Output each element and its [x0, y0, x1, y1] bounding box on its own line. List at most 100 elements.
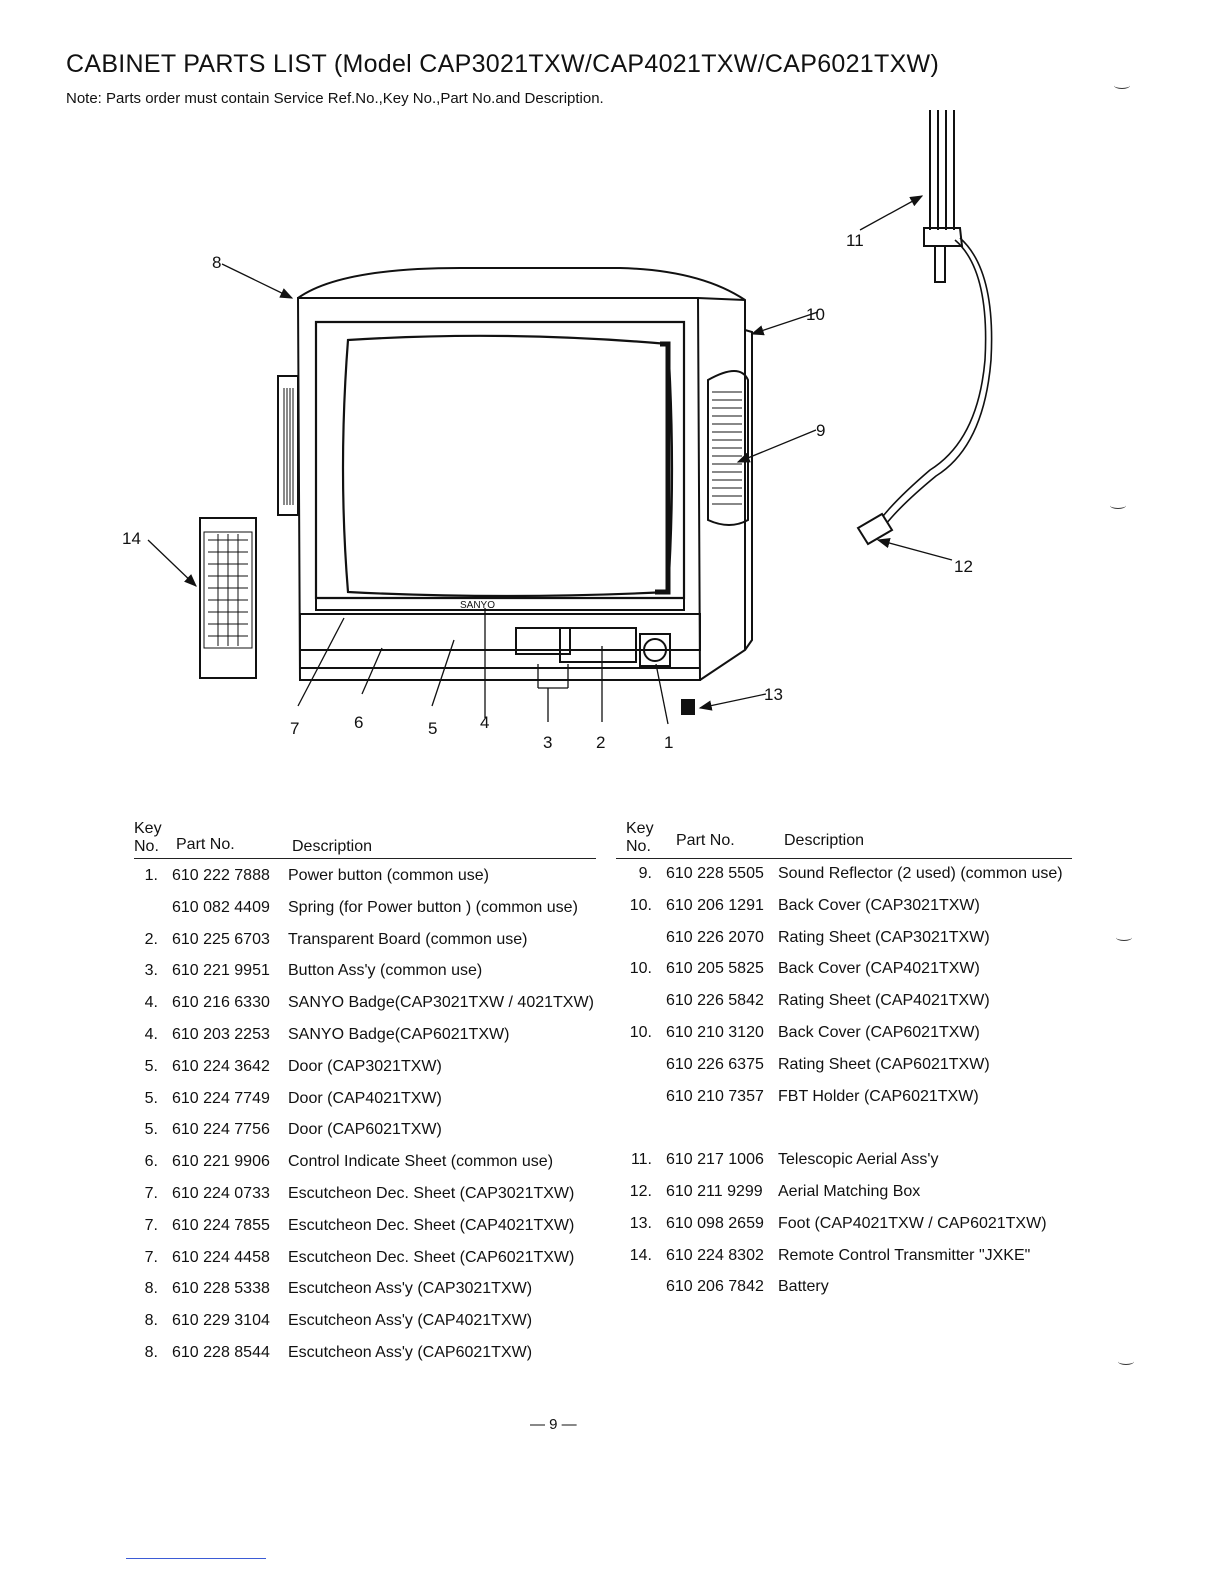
callout-8: 8	[212, 253, 221, 272]
part-no-header: Part No.	[676, 832, 735, 849]
part-number: 610 224 8302	[666, 1246, 764, 1264]
key-header-top: Key	[626, 820, 654, 837]
footer-rule	[126, 1558, 266, 1559]
parts-table-left: Key No. Part No. Description 1.610 222 7…	[134, 820, 596, 1376]
key-number: 7.	[144, 1248, 158, 1266]
part-number: 610 228 5505	[666, 865, 764, 882]
table-row	[616, 1119, 1072, 1151]
right-sound-reflector	[707, 370, 749, 526]
part-number: 610 225 6703	[172, 930, 270, 948]
part-description: Back Cover (CAP4021TXW)	[778, 960, 980, 978]
part-description: Sound Reflector (2 used) (common use)	[778, 865, 1063, 882]
tv-screen	[314, 320, 686, 611]
key-number: 5.	[144, 1121, 158, 1139]
part-description: Door (CAP6021TXW)	[288, 1121, 442, 1139]
description-header: Description	[784, 832, 865, 849]
callout-10: 10	[806, 305, 825, 324]
brand-label: SANYO	[460, 600, 495, 611]
part-number: 610 226 5842	[666, 992, 764, 1010]
key-number: 10.	[629, 1023, 652, 1041]
page-number: — 9 —	[530, 1416, 577, 1433]
part-number: 610 224 7756	[172, 1121, 270, 1139]
part-number: 610 217 1006	[666, 1151, 764, 1169]
part-description: Escutcheon Dec. Sheet (CAP6021TXW)	[288, 1248, 575, 1266]
part-number: 610 224 7855	[172, 1216, 270, 1234]
callout-5: 5	[428, 719, 437, 738]
key-number: 12.	[629, 1182, 652, 1200]
part-description: Escutcheon Dec. Sheet (CAP3021TXW)	[288, 1184, 575, 1202]
key-number: 1.	[144, 867, 158, 884]
callout-12: 12	[954, 557, 973, 576]
key-number: 4.	[144, 994, 158, 1012]
table-row: 610 226 5842 Rating Sheet (CAP4021TXW)	[616, 992, 1072, 1024]
part-description: Control Indicate Sheet (common use)	[288, 1153, 554, 1171]
key-number: 13.	[629, 1214, 652, 1232]
callout-13: 13	[764, 685, 783, 704]
key-number: 10.	[629, 960, 652, 978]
key-number: 3.	[144, 962, 158, 980]
part-number: 610 221 9906	[172, 1153, 270, 1171]
table-header: Key No. Part No. Description	[616, 820, 1072, 859]
part-number: 610 082 4409	[172, 898, 270, 916]
part-description: Escutcheon Ass'y (CAP3021TXW)	[288, 1280, 533, 1298]
key-number: 9.	[638, 865, 652, 882]
part-number: 610 210 7357	[666, 1087, 764, 1105]
left-sound-reflector	[277, 375, 299, 516]
part-number: 610 228 5338	[172, 1280, 270, 1298]
part-description: Back Cover (CAP3021TXW)	[778, 896, 980, 914]
part-number: 610 098 2659	[666, 1214, 764, 1232]
part-description: SANYO Badge(CAP6021TXW)	[288, 1025, 510, 1043]
part-number: 610 229 3104	[172, 1312, 270, 1330]
key-number: 6.	[144, 1153, 158, 1171]
margin-mark	[1118, 1358, 1134, 1365]
part-number: 610 228 8544	[172, 1343, 270, 1361]
key-number: 5.	[144, 1057, 158, 1075]
part-description: Rating Sheet (CAP4021TXW)	[778, 992, 990, 1010]
part-description: Remote Control Transmitter "JXKE"	[778, 1246, 1031, 1264]
part-number: 610 224 0733	[172, 1184, 270, 1202]
control-panel	[299, 613, 701, 669]
callout-14: 14	[122, 529, 141, 548]
parts-table-right: Key No. Part No. Description 9. 610 228 5…	[616, 820, 1072, 1310]
part-description: Spring (for Power button ) (common use)	[288, 898, 578, 916]
margin-mark	[1110, 502, 1126, 509]
part-description: Back Cover (CAP6021TXW)	[778, 1023, 980, 1041]
callout-6: 6	[354, 713, 363, 732]
table-body: 9. 610 228 5505 Sound Reflector (2 used) (…	[616, 865, 1072, 1310]
part-description: Door (CAP3021TXW)	[288, 1057, 442, 1075]
part-description: Aerial Matching Box	[778, 1182, 921, 1200]
key-number: 10.	[629, 896, 652, 914]
part-number: 610 226 2070	[666, 928, 764, 946]
part-description: Foot (CAP4021TXW / CAP6021TXW)	[778, 1214, 1047, 1232]
key-number: 7.	[144, 1216, 158, 1234]
part-description: Escutcheon Ass'y (CAP6021TXW)	[288, 1343, 533, 1361]
part-number: 610 224 7749	[172, 1089, 270, 1107]
callout-7: 7	[290, 719, 299, 738]
part-description: Button Ass'y (common use)	[288, 962, 483, 980]
remote-control-drawing	[199, 517, 257, 679]
key-header-top: Key	[134, 820, 162, 837]
part-number: 610 206 7842	[666, 1278, 764, 1296]
callout-1: 1	[664, 733, 673, 752]
callout-9: 9	[816, 421, 825, 440]
part-description: Escutcheon Dec. Sheet (CAP4021TXW)	[288, 1216, 575, 1234]
exploded-view-diagram: SANYO 1 2 3 4 5 6 7 8 9 10 11 12 13 14	[122, 110, 993, 752]
part-description: Escutcheon Ass'y (CAP4021TXW)	[288, 1312, 533, 1330]
